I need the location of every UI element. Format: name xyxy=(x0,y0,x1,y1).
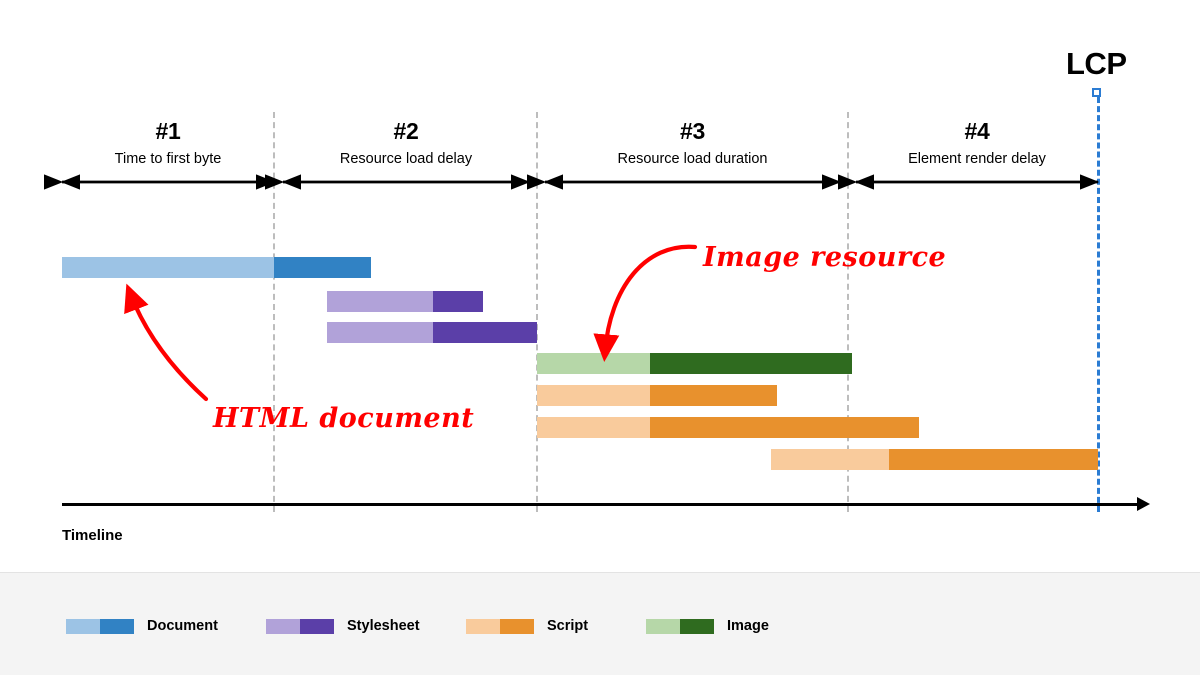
bar-image-download-segment xyxy=(650,353,852,374)
phase-3-label: Resource load duration xyxy=(617,151,768,167)
legend-label-image: Image xyxy=(727,618,769,634)
bar-stylesheet-1 xyxy=(327,291,483,312)
phase-2-number: #2 xyxy=(393,118,419,144)
legend-swatch-image xyxy=(646,618,714,634)
legend-item-image[interactable]: Image xyxy=(646,618,769,634)
bar-script-1 xyxy=(537,385,777,406)
annotation-html-document: HTML document xyxy=(213,403,475,434)
legend-item-stylesheet[interactable]: Stylesheet xyxy=(266,618,420,634)
legend-swatch-script xyxy=(466,618,534,634)
legend-item-script[interactable]: Script xyxy=(466,618,588,634)
legend-label-document: Document xyxy=(147,618,218,634)
legend-swatch-stylesheet xyxy=(266,618,334,634)
phase-1-label: Time to first byte xyxy=(114,151,222,167)
bar-script-2 xyxy=(537,417,919,438)
legend-swatch-document xyxy=(66,618,134,634)
bar-stylesheet-2 xyxy=(327,322,537,343)
bar-script-2-download-segment xyxy=(650,417,919,438)
annotation-image-resource: Image resource xyxy=(703,242,947,273)
phase-3-number: #3 xyxy=(680,118,705,144)
phase-1-number: #1 xyxy=(155,118,181,144)
bar-script-3 xyxy=(771,449,1098,470)
bar-stylesheet-1-download-segment xyxy=(433,291,483,312)
timeline-axis xyxy=(62,503,1137,506)
phase-divider-1 xyxy=(273,112,275,512)
lcp-label: LCP xyxy=(1066,46,1127,81)
image-resource-arrow-curve xyxy=(593,244,698,363)
bar-stylesheet-2-wait-segment xyxy=(327,322,433,343)
bar-document-wait-segment xyxy=(62,257,274,278)
bar-script-2-wait-segment xyxy=(537,417,650,438)
legend-item-document[interactable]: Document xyxy=(66,618,218,634)
bar-document xyxy=(62,257,371,278)
legend-label-stylesheet: Stylesheet xyxy=(347,618,420,634)
bar-script-1-download-segment xyxy=(650,385,777,406)
bar-script-3-download-segment xyxy=(889,449,1098,470)
phase-2-label: Resource load delay xyxy=(339,151,473,167)
bar-script-1-wait-segment xyxy=(537,385,650,406)
phase-4-number: #4 xyxy=(964,118,990,144)
timeline-axis-arrowhead xyxy=(1137,497,1150,511)
timeline-label: Timeline xyxy=(62,527,123,544)
bar-script-3-wait-segment xyxy=(771,449,889,470)
lcp-marker xyxy=(1092,88,1101,97)
legend-band: Document Stylesheet Script Image xyxy=(0,572,1200,675)
legend-label-script: Script xyxy=(547,618,589,634)
html-document-arrow-curve xyxy=(124,283,209,402)
bar-stylesheet-1-wait-segment xyxy=(327,291,433,312)
bar-document-download-segment xyxy=(274,257,371,278)
phase-divider-3 xyxy=(847,112,849,512)
phase-4-label: Element render delay xyxy=(908,151,1046,167)
phase-divider-2 xyxy=(536,112,538,512)
lcp-dashed-line xyxy=(1097,97,1100,512)
bar-image xyxy=(537,353,852,374)
bar-stylesheet-2-download-segment xyxy=(433,322,537,343)
bar-image-wait-segment xyxy=(537,353,650,374)
